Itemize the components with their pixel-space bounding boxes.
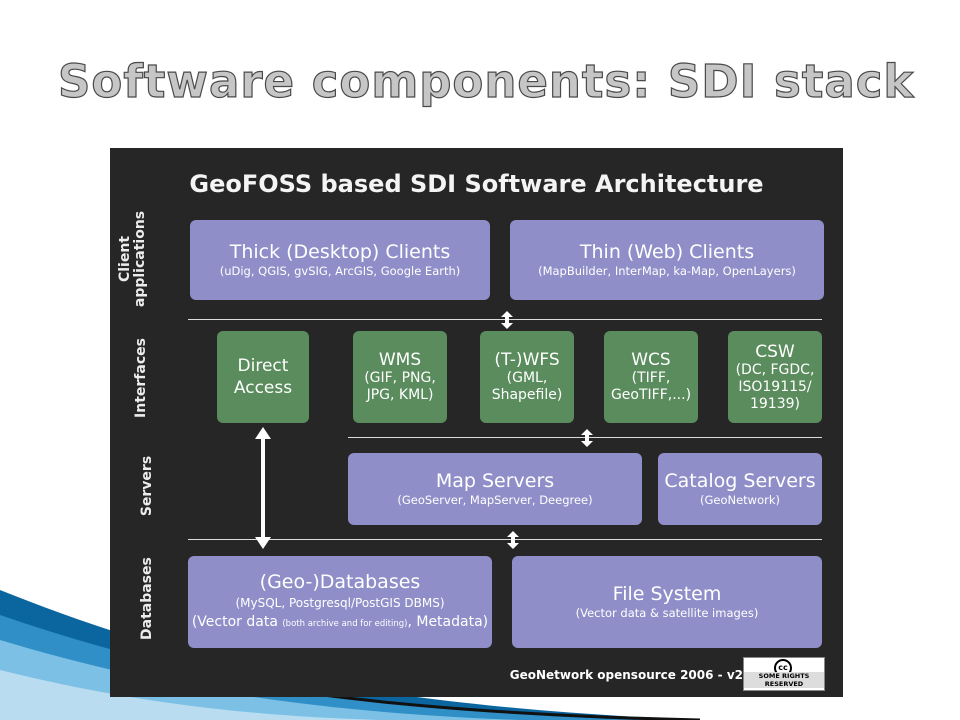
wcs-box: WCS (TIFF, GeoTIFF,...) <box>604 331 698 423</box>
slide-title: Software components: SDI stack <box>57 54 915 108</box>
cc-license-badge: cc SOME RIGHTS RESERVED <box>743 657 825 691</box>
wms-sub: (GIF, PNG, JPG, KML) <box>364 370 436 403</box>
csw-title: CSW <box>755 341 795 362</box>
catalog-servers-box: Catalog Servers (GeoNetwork) <box>658 453 822 525</box>
thin-clients-title: Thin (Web) Clients <box>579 241 755 263</box>
double-arrow-icon <box>501 311 513 329</box>
wcs-sub: (TIFF, GeoTIFF,...) <box>610 370 692 403</box>
double-arrow-icon <box>581 429 593 447</box>
direct-access-arrow-icon <box>255 427 271 549</box>
geo-databases-line3-b: , Metadata) <box>407 613 489 630</box>
cc-badge-text: SOME RIGHTS RESERVED <box>744 672 824 688</box>
csw-sub: (DC, FGDC, ISO19115/ 19139) <box>735 361 815 412</box>
wms-box: WMS (GIF, PNG, JPG, KML) <box>353 331 447 423</box>
wcs-title: WCS <box>631 350 671 370</box>
thick-clients-title: Thick (Desktop) Clients <box>229 241 451 263</box>
map-servers-sub: (GeoServer, MapServer, Deegree) <box>397 493 593 507</box>
layer-label-databases: Databases <box>139 557 155 640</box>
wms-title: WMS <box>378 350 422 370</box>
map-servers-box: Map Servers (GeoServer, MapServer, Deegr… <box>348 453 642 525</box>
geo-databases-box: (Geo-)Databases (MySQL, Postgresql/PostG… <box>188 556 492 648</box>
wfs-box: (T-)WFS (GML, Shapefile) <box>480 331 574 423</box>
geo-databases-line3-a: (Vector data <box>191 613 283 630</box>
direct-access-label: Direct Access <box>233 356 293 398</box>
diagram-title: GeoFOSS based SDI Software Architecture <box>189 170 764 198</box>
layer-label-interfaces: Interfaces <box>133 338 149 418</box>
thin-clients-sub: (MapBuilder, InterMap, ka-Map, OpenLayer… <box>538 264 796 278</box>
thin-clients-box: Thin (Web) Clients (MapBuilder, InterMap… <box>510 220 824 300</box>
file-system-title: File System <box>612 583 722 605</box>
catalog-servers-sub: (GeoNetwork) <box>699 493 780 507</box>
layer-label-servers: Servers <box>139 455 155 517</box>
geo-databases-line3: (Vector data (both archive and for editi… <box>192 613 488 634</box>
wfs-title: (T-)WFS <box>494 350 560 370</box>
file-system-sub: (Vector data & satellite images) <box>575 606 759 620</box>
diagram-footer: GeoNetwork opensource 2006 - v2 <box>509 668 743 682</box>
layer-label-client: Client applications <box>117 210 148 308</box>
geo-databases-sub: (MySQL, Postgresql/PostGIS DBMS) <box>235 595 445 610</box>
catalog-servers-title: Catalog Servers <box>664 470 816 492</box>
thick-clients-sub: (uDig, QGIS, gvSIG, ArcGIS, Google Earth… <box>219 264 461 278</box>
double-arrow-icon <box>507 531 519 549</box>
thick-clients-box: Thick (Desktop) Clients (uDig, QGIS, gvS… <box>190 220 490 300</box>
architecture-diagram: GeoFOSS based SDI Software Architecture … <box>110 148 843 697</box>
wfs-sub: (GML, Shapefile) <box>491 370 563 403</box>
map-servers-title: Map Servers <box>435 470 555 492</box>
separator-servers-databases <box>188 539 822 540</box>
file-system-box: File System (Vector data & satellite ima… <box>512 556 822 648</box>
geo-databases-title: (Geo-)Databases <box>259 570 421 593</box>
direct-access-box: Direct Access <box>217 331 309 423</box>
geo-databases-line3-small: (both archive and for editing) <box>282 618 408 629</box>
csw-box: CSW (DC, FGDC, ISO19115/ 19139) <box>728 331 822 423</box>
